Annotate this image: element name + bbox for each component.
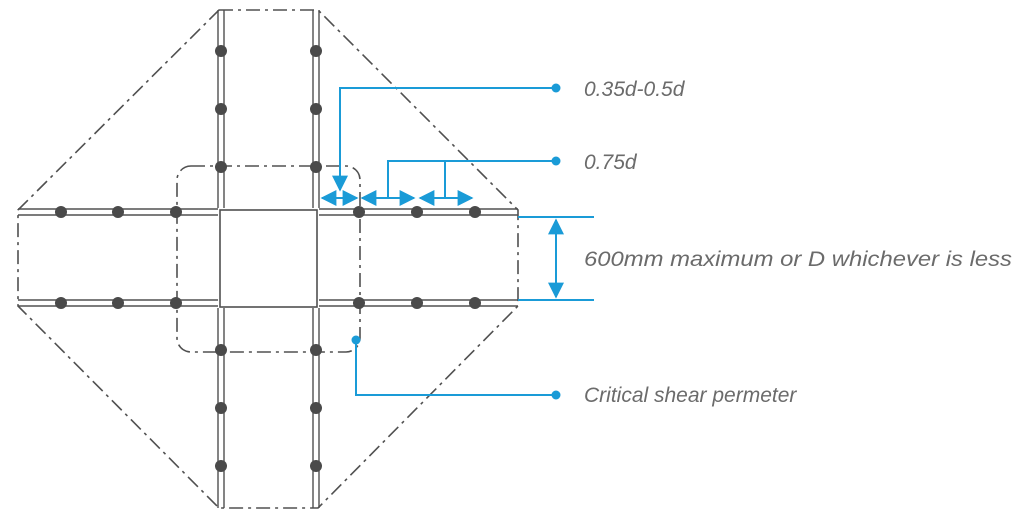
stud xyxy=(215,402,227,414)
label-critical-shear-perimeter: Critical shear permeter xyxy=(584,384,797,407)
annotation-typical-spacing xyxy=(360,156,561,206)
leader-dot xyxy=(551,83,561,93)
stud xyxy=(170,206,182,218)
label-typical-spacing: 0.75d xyxy=(584,151,638,174)
stud xyxy=(310,402,322,414)
label-first-spacing: 0.35d-0.5d xyxy=(584,78,686,101)
critical-shear-perimeter-outline xyxy=(176,165,361,353)
stud xyxy=(215,344,227,356)
stud xyxy=(353,206,365,218)
rails-right xyxy=(319,208,518,307)
stud xyxy=(215,161,227,173)
stud xyxy=(215,45,227,57)
annotation-first-spacing xyxy=(320,83,561,206)
stud xyxy=(55,297,67,309)
rails-left xyxy=(18,208,218,307)
stud xyxy=(411,206,423,218)
shear-studs xyxy=(55,45,481,472)
stud xyxy=(215,460,227,472)
stud xyxy=(310,45,322,57)
annotation-critical-perimeter xyxy=(351,335,561,400)
outer-perimeter-outline xyxy=(17,9,519,509)
stud xyxy=(353,297,365,309)
label-rail-width-limit: 600mm maximum or D whichever is less xyxy=(584,248,1013,271)
stud xyxy=(310,460,322,472)
stud xyxy=(112,206,124,218)
stud xyxy=(112,297,124,309)
stud xyxy=(469,206,481,218)
stud xyxy=(55,206,67,218)
annotation-rail-width xyxy=(518,216,594,301)
stud xyxy=(170,297,182,309)
leader-dot xyxy=(351,335,361,345)
stud xyxy=(310,103,322,115)
rails-top xyxy=(217,10,320,208)
leader-dot xyxy=(551,390,561,400)
leader-dot xyxy=(551,156,561,166)
stud xyxy=(310,344,322,356)
rails-bottom xyxy=(217,308,320,508)
stud xyxy=(411,297,423,309)
stud xyxy=(215,103,227,115)
stud xyxy=(310,161,322,173)
column xyxy=(219,209,318,308)
stud xyxy=(469,297,481,309)
